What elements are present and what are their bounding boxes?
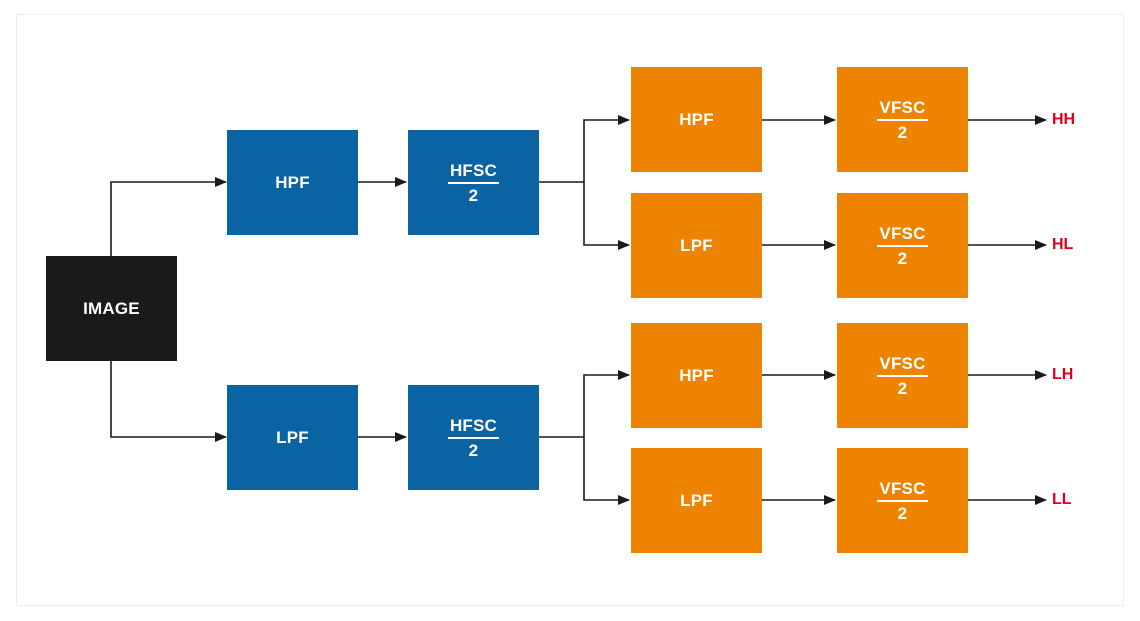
- hpf-label-3: HPF: [679, 365, 714, 385]
- lpf-label-4: LPF: [680, 490, 713, 510]
- hfsc-denominator-upper: 2: [468, 185, 479, 205]
- arrow-hfsc-upper-to-lpf2: [583, 182, 630, 250]
- vfsc-denominator-4: 2: [897, 503, 908, 523]
- hpf-box-1: HPF: [631, 67, 762, 172]
- hpf-box-3: HPF: [631, 323, 762, 428]
- arrow-hfsc-lower-to-hpf3: [539, 370, 630, 438]
- vfsc-denominator-3: 2: [897, 378, 908, 398]
- hpf-label-1: HPF: [679, 109, 714, 129]
- image-label: IMAGE: [83, 298, 140, 318]
- arrow-image-to-lpf: [110, 361, 227, 442]
- hfsc-fraction-upper: HFSC 2: [447, 162, 500, 205]
- hpf-box-upper: HPF: [227, 130, 358, 235]
- vfsc-numerator-1: VFSC: [877, 99, 928, 121]
- hfsc-box-lower: HFSC 2: [408, 385, 539, 490]
- hfsc-denominator-lower: 2: [468, 440, 479, 460]
- vfsc-denominator-1: 2: [897, 122, 908, 142]
- hpf-label-upper: HPF: [275, 172, 310, 192]
- vfsc-denominator-2: 2: [897, 248, 908, 268]
- lpf-label-2: LPF: [680, 235, 713, 255]
- lpf-label-lower: LPF: [276, 427, 309, 447]
- diagram-frame: [16, 14, 1124, 606]
- vfsc-fraction-2: VFSC 2: [877, 225, 928, 268]
- vfsc-fraction-1: VFSC 2: [877, 99, 928, 142]
- output-label-ll: LL: [1052, 491, 1072, 508]
- arrow-image-to-hpf: [110, 177, 227, 256]
- vfsc-box-3: VFSC 2: [837, 323, 968, 428]
- hfsc-box-upper: HFSC 2: [408, 130, 539, 235]
- arrow-hfsc-lower-to-lpf4: [583, 437, 630, 505]
- lpf-box-4: LPF: [631, 448, 762, 553]
- vfsc-numerator-2: VFSC: [877, 225, 928, 247]
- hfsc-numerator-lower: HFSC: [447, 417, 500, 439]
- output-label-hh: HH: [1052, 111, 1076, 128]
- hfsc-numerator-upper: HFSC: [447, 162, 500, 184]
- output-label-lh: LH: [1052, 366, 1074, 383]
- vfsc-numerator-4: VFSC: [877, 480, 928, 502]
- vfsc-fraction-3: VFSC 2: [877, 355, 928, 398]
- output-label-hl: HL: [1052, 236, 1074, 253]
- vfsc-box-1: VFSC 2: [837, 67, 968, 172]
- hfsc-fraction-lower: HFSC 2: [447, 417, 500, 460]
- vfsc-box-4: VFSC 2: [837, 448, 968, 553]
- arrow-hfsc-upper-to-hpf1: [539, 115, 630, 183]
- lpf-box-2: LPF: [631, 193, 762, 298]
- vfsc-box-2: VFSC 2: [837, 193, 968, 298]
- lpf-box-lower: LPF: [227, 385, 358, 490]
- vfsc-numerator-3: VFSC: [877, 355, 928, 377]
- vfsc-fraction-4: VFSC 2: [877, 480, 928, 523]
- image-box: IMAGE: [46, 256, 177, 361]
